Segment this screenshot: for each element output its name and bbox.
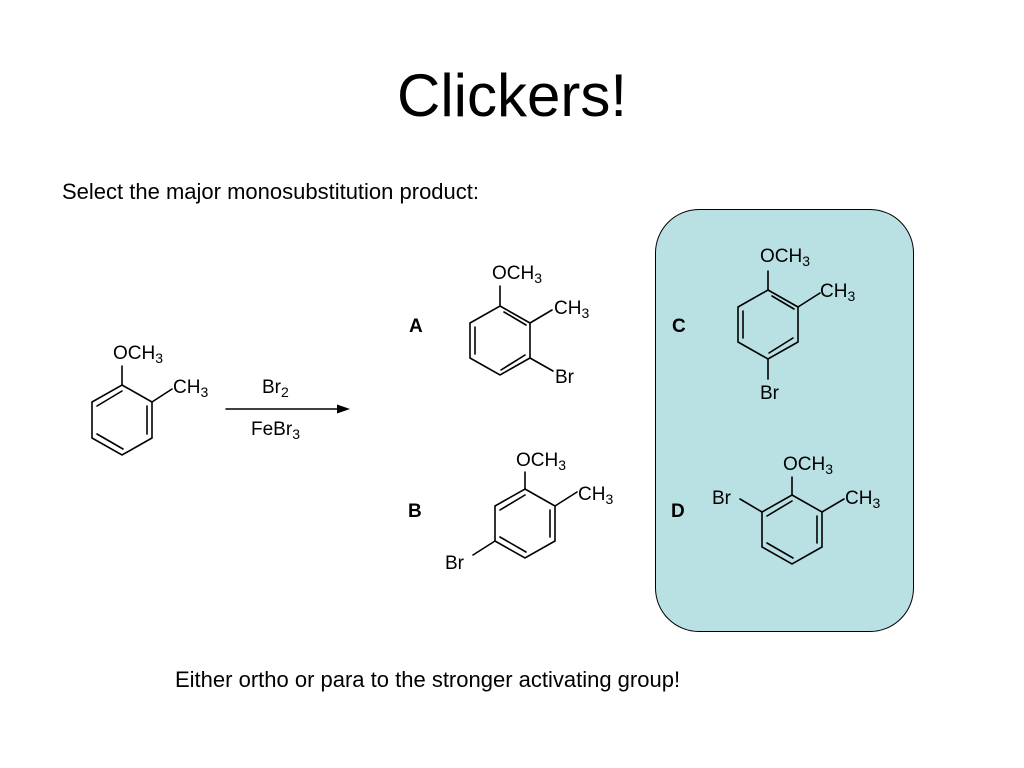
option-a-ch3-label: CH3: [554, 298, 590, 321]
sm-ch3-label: CH3: [173, 377, 209, 400]
option-a-ring: [469, 285, 554, 376]
answer-highlight-box: [655, 209, 914, 632]
option-d-ring: [739, 476, 845, 565]
option-b-och3-label: OCH3: [516, 450, 567, 473]
option-d-och3-label: OCH3: [783, 454, 834, 477]
option-b-br-label: Br: [445, 553, 464, 574]
catalyst-label: FeBr3: [251, 419, 300, 442]
slide-title: Clickers!: [396, 62, 627, 129]
option-d-ch3-label: CH3: [845, 488, 881, 511]
sm-och3-label: OCH3: [113, 343, 164, 366]
option-d-br-label: Br: [712, 488, 731, 509]
option-c-label[interactable]: C: [672, 316, 686, 337]
reagent-label: Br2: [262, 377, 289, 400]
option-a-och3-label: OCH3: [492, 263, 543, 286]
footer-hint: Either ortho or para to the stronger act…: [175, 667, 681, 692]
option-c-ch3-label: CH3: [820, 281, 856, 304]
option-a-br-label: Br: [555, 367, 574, 388]
option-a-label[interactable]: A: [409, 316, 423, 337]
option-b-label[interactable]: B: [408, 501, 422, 522]
option-c-ring: [737, 270, 821, 380]
option-d-label[interactable]: D: [671, 501, 685, 522]
option-b-ring: [472, 471, 578, 559]
starting-material-ring: [91, 365, 173, 456]
reaction-arrow: [225, 404, 350, 414]
option-c-och3-label: OCH3: [760, 246, 811, 269]
question-text: Select the major monosubstitution produc…: [62, 179, 480, 204]
option-c-br-label: Br: [760, 383, 779, 404]
option-b-ch3-label: CH3: [578, 484, 614, 507]
